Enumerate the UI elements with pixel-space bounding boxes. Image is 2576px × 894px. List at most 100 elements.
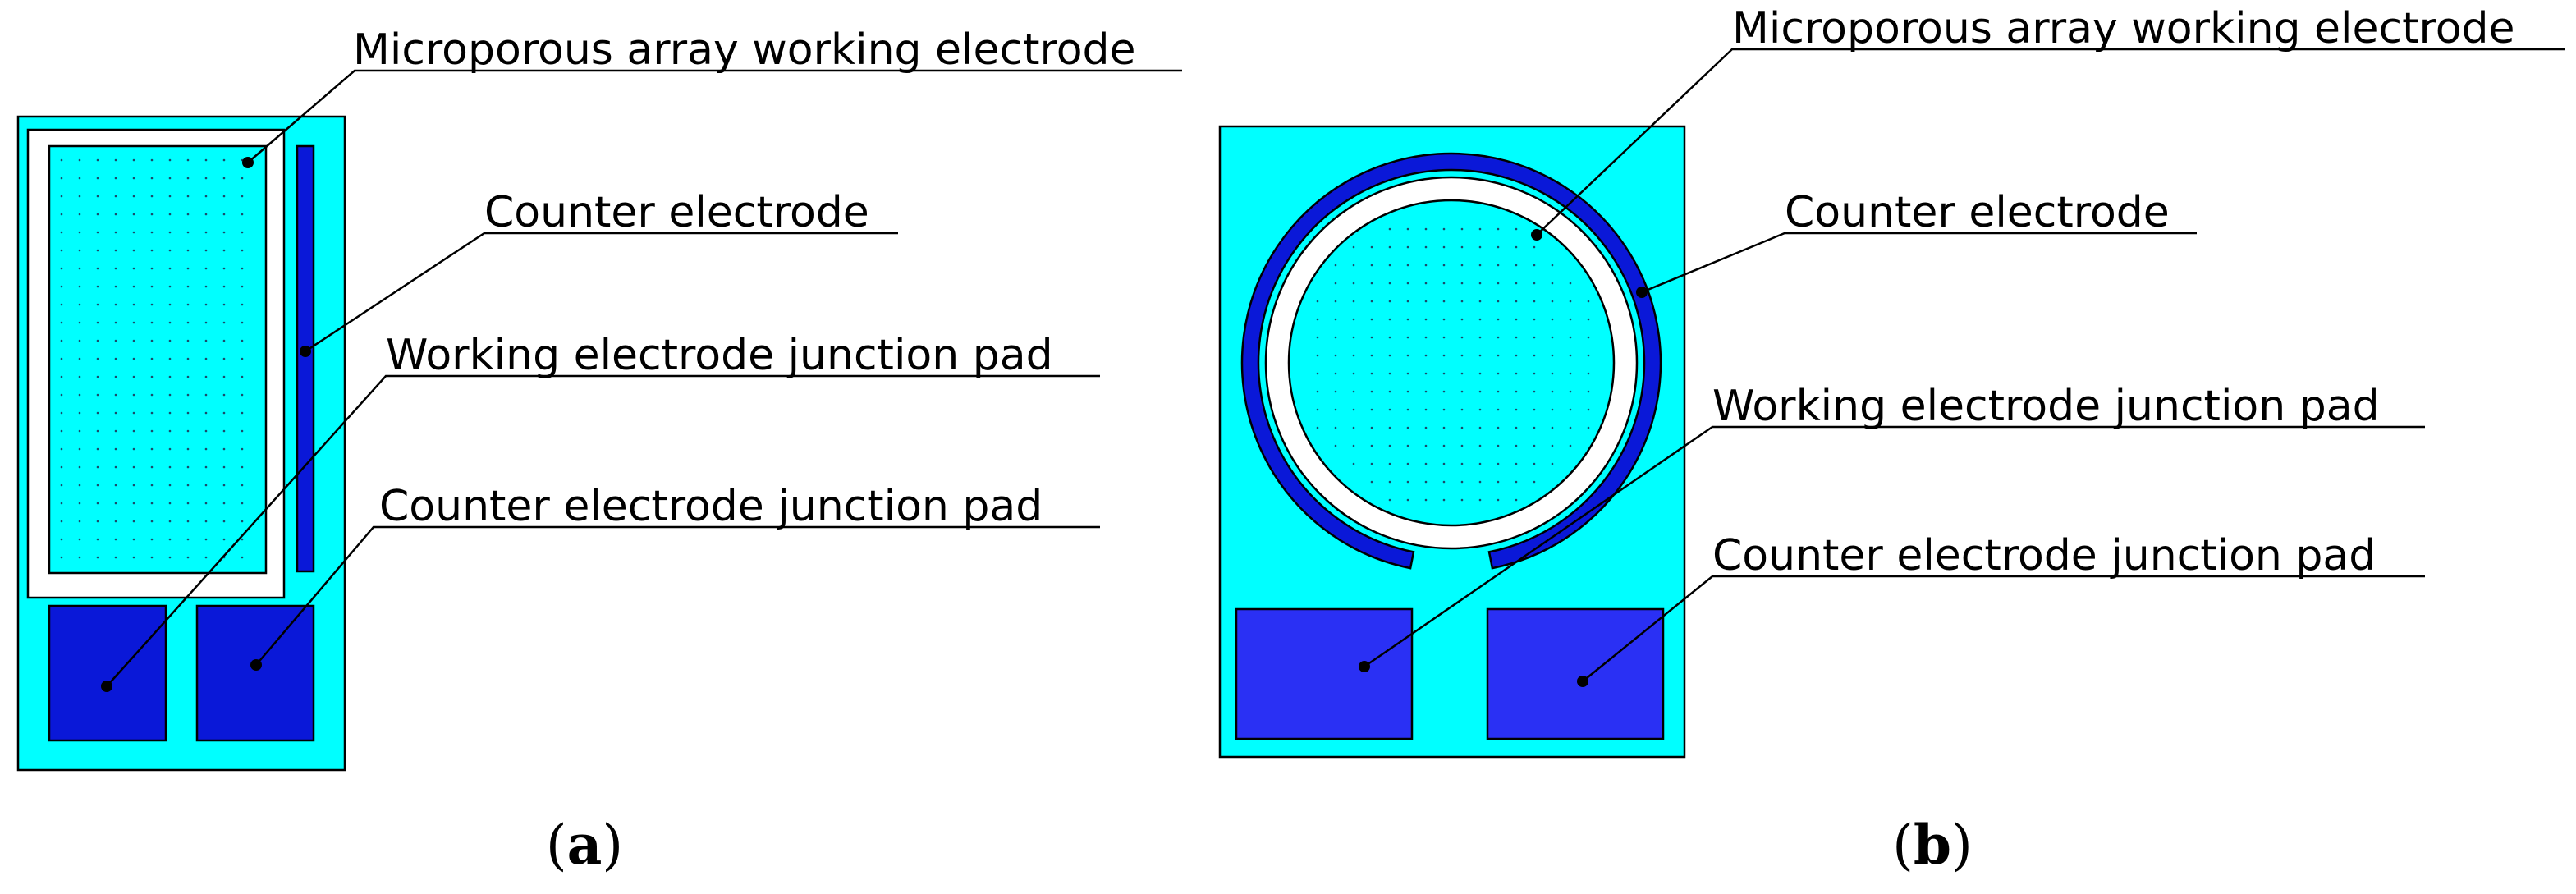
micropore: [60, 556, 63, 559]
micropore: [114, 502, 117, 505]
micropore: [1370, 282, 1373, 285]
micropore: [114, 556, 117, 559]
micropore: [1587, 426, 1590, 429]
micropore: [186, 249, 190, 252]
micropore: [241, 502, 244, 505]
micropore: [222, 158, 226, 162]
micropore: [1406, 390, 1409, 393]
micropore: [1533, 300, 1536, 303]
micropore: [1406, 282, 1409, 285]
micropore: [78, 502, 81, 505]
micropore: [204, 267, 208, 270]
micropore: [132, 520, 135, 523]
micropore: [78, 375, 81, 378]
micropore: [1587, 318, 1590, 321]
micropore: [1424, 227, 1428, 231]
micropore: [204, 538, 208, 541]
micropore: [1569, 354, 1572, 357]
panel-a-working-electrode: [48, 144, 268, 575]
micropore: [1587, 354, 1590, 357]
micropore: [241, 556, 244, 559]
panel-b-working-electrode: [1287, 199, 1616, 527]
micropore: [186, 538, 190, 541]
micropore: [60, 393, 63, 397]
micropore: [1515, 282, 1518, 285]
micropore: [150, 303, 154, 306]
micropore: [150, 465, 154, 469]
micropore: [150, 411, 154, 415]
micropore: [168, 303, 172, 306]
micropore: [1569, 390, 1572, 393]
micropore: [78, 520, 81, 523]
micropore: [1515, 480, 1518, 484]
micropore: [96, 411, 99, 415]
micropore: [241, 375, 244, 378]
micropore: [132, 249, 135, 252]
micropore: [60, 538, 63, 541]
micropore: [1460, 462, 1464, 465]
micropore: [96, 339, 99, 342]
panel-b-counter-electrode: [1240, 152, 1662, 570]
micropore: [1406, 408, 1409, 411]
panel-a-counter-pad: [195, 604, 315, 742]
micropore: [1515, 390, 1518, 393]
micropore: [1533, 336, 1536, 339]
micropore: [150, 195, 154, 198]
micropore: [1334, 300, 1337, 303]
micropore: [222, 213, 226, 216]
micropore: [1316, 318, 1319, 321]
micropore: [150, 177, 154, 180]
micropore: [132, 321, 135, 324]
micropore: [204, 520, 208, 523]
micropore: [186, 375, 190, 378]
micropore: [1388, 227, 1391, 231]
micropore: [114, 484, 117, 487]
micropore: [150, 556, 154, 559]
micropore: [1388, 318, 1391, 321]
micropore: [241, 357, 244, 360]
micropore: [1460, 264, 1464, 267]
micropore: [186, 158, 190, 162]
micropore: [1352, 462, 1355, 465]
panel-b-label-close-paren: ): [1951, 814, 1973, 877]
micropore: [204, 465, 208, 469]
micropore: [1569, 426, 1572, 429]
micropore: [78, 285, 81, 288]
micropore: [1352, 318, 1355, 321]
micropore: [1533, 282, 1536, 285]
micropore: [60, 502, 63, 505]
micropore: [96, 177, 99, 180]
micropore: [1569, 444, 1572, 447]
micropore: [1352, 372, 1355, 375]
micropore: [1370, 372, 1373, 375]
panel-b-counter-electrode-leader: [1641, 232, 2197, 294]
micropore: [1478, 480, 1482, 484]
micropore: [1515, 227, 1518, 231]
panel-a-label-letter: a: [567, 813, 603, 877]
micropore: [132, 447, 135, 451]
micropore: [204, 213, 208, 216]
micropore: [1316, 300, 1319, 303]
micropore: [96, 303, 99, 306]
micropore: [1497, 227, 1500, 231]
micropore: [96, 321, 99, 324]
micropore: [1515, 498, 1518, 502]
panel-a-label-close-paren: ): [602, 814, 623, 877]
micropore: [150, 447, 154, 451]
micropore: [1533, 408, 1536, 411]
panel-b-counter-electrode-label: Counter electrode: [1785, 188, 2170, 237]
micropore: [1478, 282, 1482, 285]
micropore: [1370, 408, 1373, 411]
micropore: [1352, 300, 1355, 303]
micropore: [222, 177, 226, 180]
micropore: [78, 267, 81, 270]
micropore: [1569, 336, 1572, 339]
micropore: [1442, 336, 1446, 339]
micropore: [168, 158, 172, 162]
micropore: [222, 357, 226, 360]
micropore: [1478, 300, 1482, 303]
micropore: [60, 231, 63, 234]
micropore: [1424, 318, 1428, 321]
micropore: [1478, 408, 1482, 411]
